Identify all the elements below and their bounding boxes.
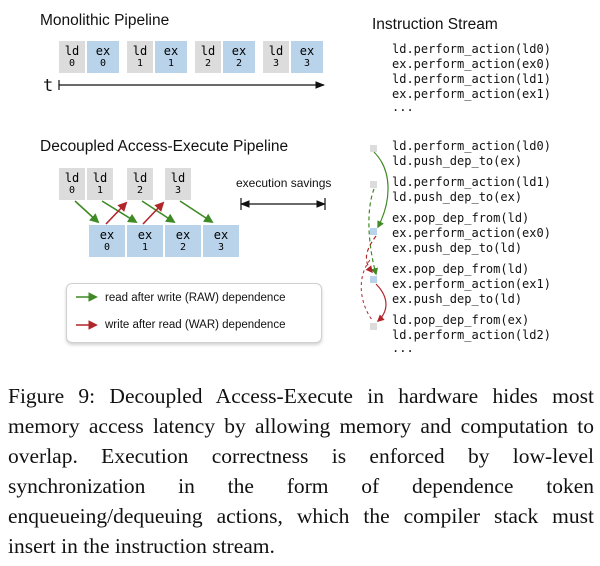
dae-cell-ex2: ex 2 <box>165 225 201 257</box>
stream-line: ld.perform_action(ld0) <box>392 42 551 56</box>
cell-op: ld <box>64 171 80 185</box>
stream-line: ... <box>392 341 414 355</box>
monolithic-pipeline-title: Monolithic Pipeline <box>40 12 170 29</box>
cell-op: ld <box>200 44 216 58</box>
legend-raw-label: read after write (RAW) dependence <box>105 292 286 304</box>
stream-marker-ld1 <box>370 181 377 188</box>
stream-marker-ex1 <box>370 276 377 283</box>
cell-op: ld <box>92 171 108 185</box>
decoupled-pipeline-title: Decoupled Access-Execute Pipeline <box>40 138 289 155</box>
stream-line: ld.push_dep_to(ex) <box>392 190 523 204</box>
cell-op: ex <box>213 228 229 242</box>
cell-index: 1 <box>136 58 144 69</box>
stream-line: ex.perform_action(ex1) <box>392 87 551 101</box>
cell-op: ex <box>175 228 191 242</box>
cell-op: ld <box>132 171 148 185</box>
mono-cell-ex3: ex 3 <box>291 41 323 73</box>
cell-op: ex <box>163 44 179 58</box>
stream-line: ex.push_dep_to(ld) <box>392 292 523 306</box>
dae-cell-ld1: ld 1 <box>87 168 113 200</box>
cell-index: 3 <box>272 58 280 69</box>
cell-op: ex <box>231 44 247 58</box>
cell-op: ld <box>64 44 80 58</box>
stream-line: ex.perform_action(ex0) <box>392 226 551 240</box>
cell-index: 0 <box>99 58 107 69</box>
cell-index: 3 <box>303 58 311 69</box>
instruction-stream-title: Instruction Stream <box>372 16 498 33</box>
cell-op: ex <box>299 44 315 58</box>
stream-line: ex.pop_dep_from(ld) <box>392 211 530 225</box>
mono-cell-ld1: ld 1 <box>127 41 153 73</box>
dae-cell-ex3: ex 3 <box>203 225 239 257</box>
dependence-legend: read after write (RAW) dependence write … <box>66 283 322 343</box>
time-axis-label: t <box>43 76 54 96</box>
stream-line: ex.perform_action(ex0) <box>392 57 551 71</box>
instruction-stream-bottom: ld.perform_action(ld0) ld.push_dep_to(ex… <box>392 139 551 355</box>
dae-cell-ex1: ex 1 <box>127 225 163 257</box>
stream-line: ld.perform_action(ld1) <box>392 72 551 86</box>
cell-index: 0 <box>68 185 76 196</box>
dae-cell-ld2: ld 2 <box>127 168 153 200</box>
dae-cell-ex0: ex 0 <box>89 225 125 257</box>
stream-line: ld.pop_dep_from(ex) <box>392 313 530 327</box>
cell-index: 0 <box>68 58 76 69</box>
cell-index: 2 <box>235 58 243 69</box>
mono-cell-ex1: ex 1 <box>155 41 187 73</box>
stream-line: ld.perform_action(ld1) <box>392 175 551 189</box>
cell-index: 3 <box>217 242 225 253</box>
execution-savings-arrow <box>240 198 326 210</box>
stream-line: ex.push_dep_to(ld) <box>392 241 523 255</box>
cell-index: 3 <box>174 185 182 196</box>
cell-index: 2 <box>179 242 187 253</box>
legend-war-label: write after read (WAR) dependence <box>105 319 286 331</box>
cell-op: ld <box>170 171 186 185</box>
cell-op: ld <box>268 44 284 58</box>
dae-cell-ld0: ld 0 <box>59 168 85 200</box>
stream-line: ex.perform_action(ex1) <box>392 277 551 291</box>
cell-index: 2 <box>204 58 212 69</box>
cell-index: 1 <box>167 58 175 69</box>
mono-cell-ex0: ex 0 <box>87 41 119 73</box>
war-dependence-arrows <box>105 201 165 225</box>
raw-dependence-arrows <box>74 200 214 224</box>
stream-line: ... <box>392 100 414 114</box>
cell-index: 0 <box>103 242 111 253</box>
cell-op: ex <box>95 44 111 58</box>
stream-line: ld.perform_action(ld2) <box>392 328 551 342</box>
mono-cell-ex2: ex 2 <box>223 41 255 73</box>
mono-cell-ld2: ld 2 <box>195 41 221 73</box>
figure-caption: Figure 9: Decoupled Access-Execute in ha… <box>8 384 594 558</box>
cell-op: ex <box>137 228 153 242</box>
cell-op: ld <box>132 44 148 58</box>
dae-cell-ld3: ld 3 <box>165 168 191 200</box>
cell-index: 1 <box>96 185 104 196</box>
execution-savings-label: execution savings <box>236 176 332 190</box>
stream-line: ld.perform_action(ld0) <box>392 139 551 153</box>
stream-marker-ld2 <box>370 323 377 330</box>
stream-marker-ld0 <box>370 145 377 152</box>
mono-cell-ld0: ld 0 <box>59 41 85 73</box>
cell-index: 1 <box>141 242 149 253</box>
instruction-stream-top: ld.perform_action(ld0) ex.perform_action… <box>392 42 551 114</box>
stream-line: ld.push_dep_to(ex) <box>392 154 523 168</box>
cell-op: ex <box>99 228 115 242</box>
stream-marker-ex0 <box>370 228 377 235</box>
mono-cell-ld3: ld 3 <box>263 41 289 73</box>
cell-index: 2 <box>136 185 144 196</box>
stream-dependence-arrows <box>360 151 389 322</box>
time-axis-arrow <box>58 80 325 90</box>
stream-line: ex.pop_dep_from(ld) <box>392 262 530 276</box>
